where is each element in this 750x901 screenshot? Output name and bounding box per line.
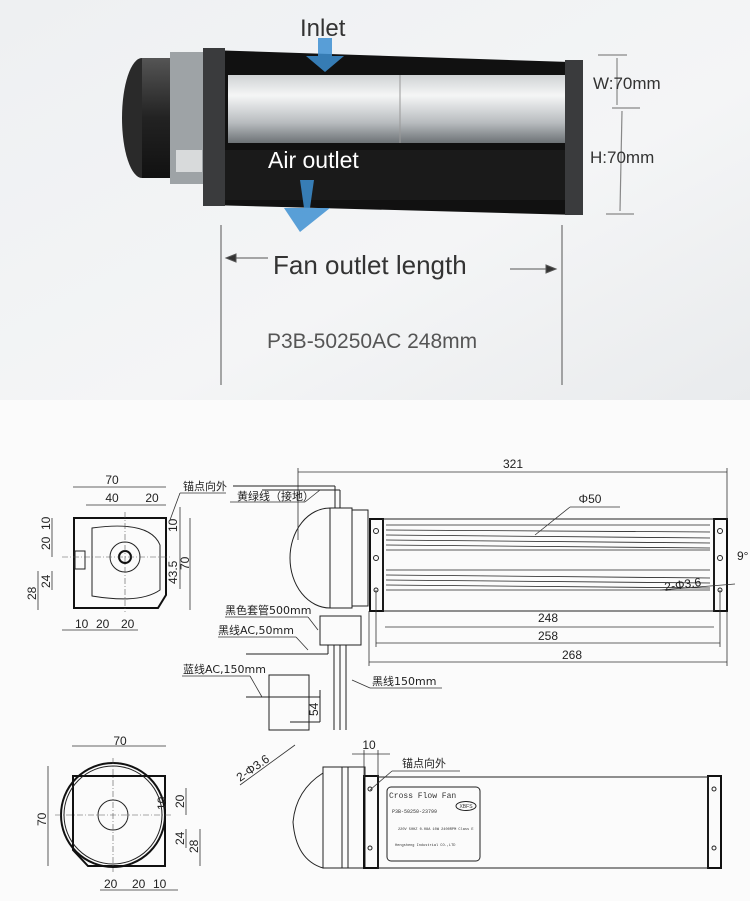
- dim-label: 10: [166, 518, 180, 532]
- inlet-arrow: [306, 38, 344, 72]
- dim-label: 70: [113, 734, 127, 748]
- holes-label: 2-Φ3.6: [663, 575, 702, 594]
- dim-label: 10: [155, 796, 169, 810]
- ground-wire-label: 黄绿线（接地）: [237, 489, 314, 503]
- front-view-drawing: 321 Φ50 9° 2-Φ3.6 248 258 268: [289, 457, 749, 666]
- plate-title: Cross Flow Fan: [389, 792, 456, 801]
- length-248-label: 248: [538, 611, 558, 625]
- wiring-drawing: 锚点向外 黄绿线（接地） 黑色套管500mm 黑线AC,50mm 蓝线AC,15…: [169, 479, 442, 786]
- nameplate: Cross Flow Fan XBFS P3B-50250-23799 220V…: [386, 786, 481, 862]
- dim-label: 20: [173, 794, 187, 808]
- fan-housing: [203, 48, 583, 215]
- dim-label: 24: [173, 831, 187, 845]
- length-258-label: 258: [538, 629, 558, 643]
- length-dimension: [220, 225, 563, 385]
- black-sleeve-label: 黑色套管500mm: [225, 603, 311, 617]
- dim-label: 40: [105, 491, 119, 505]
- motor: [122, 52, 210, 184]
- offset-label: 10: [362, 738, 376, 752]
- dim-label: 20: [145, 491, 159, 505]
- plate-model: P3B-50250-23799: [392, 809, 437, 815]
- model-label: P3B-50250AC 248mm: [267, 330, 477, 353]
- plate-logo: XBFS: [459, 804, 473, 810]
- plate-maker: Hengsheng Industrial CO.,LTD: [395, 843, 455, 848]
- length-label: Fan outlet length: [273, 250, 467, 280]
- dim-label: 20: [121, 617, 135, 631]
- black-150-wire-label: 黑线150mm: [372, 674, 436, 688]
- dim-label: 10: [153, 877, 167, 891]
- dim-label: 28: [25, 586, 39, 600]
- overall-length-label: 321: [503, 457, 523, 471]
- height-dimension: [598, 54, 640, 215]
- hole-angle-label: 9°: [737, 549, 749, 563]
- blue-ac-wire-label: 蓝线AC,150mm: [183, 662, 266, 676]
- rotor-diameter-label: Φ50: [579, 492, 602, 506]
- width-label: W:70mm: [593, 74, 661, 93]
- dim-label: 20: [132, 877, 146, 891]
- dim-label: 20: [96, 617, 110, 631]
- anchor-out-label: 锚点向外: [183, 479, 227, 493]
- dim-label: 70: [178, 556, 192, 570]
- dim-label: 10: [75, 617, 89, 631]
- dim-label: 28: [187, 839, 201, 853]
- dim-label: 20: [104, 877, 118, 891]
- end-view-drawing: 70 70 20 24 28 20 20 10 10: [35, 734, 201, 891]
- dim-label: 43.5: [166, 560, 180, 584]
- bottom-view-drawing: 10 锚点向外 Cross Flow Fan XBFS P3B-50250-23…: [292, 738, 722, 869]
- anchor-out-label: 锚点向外: [402, 756, 446, 770]
- side-view-drawing: 70 40 20 10 20 24 28 10 20 20 43.5 70 10: [25, 473, 192, 631]
- inlet-label: Inlet: [300, 15, 346, 42]
- black-ac-wire-label: 黑线AC,50mm: [218, 623, 294, 637]
- dim-label: 10: [39, 516, 53, 530]
- dim-label: 70: [35, 812, 49, 826]
- plate-specs: 220V 50HZ 0.08A 10W 2400RPM Class E: [398, 827, 473, 832]
- outlet-arrow: [284, 180, 330, 232]
- dim-label: 20: [39, 536, 53, 550]
- cap-dim-label: 54: [307, 702, 321, 716]
- outlet-label: Air outlet: [268, 147, 359, 173]
- dim-label: 70: [105, 473, 119, 487]
- length-268-label: 268: [562, 648, 582, 662]
- dim-label: 24: [39, 574, 53, 588]
- height-label: H:70mm: [590, 148, 654, 167]
